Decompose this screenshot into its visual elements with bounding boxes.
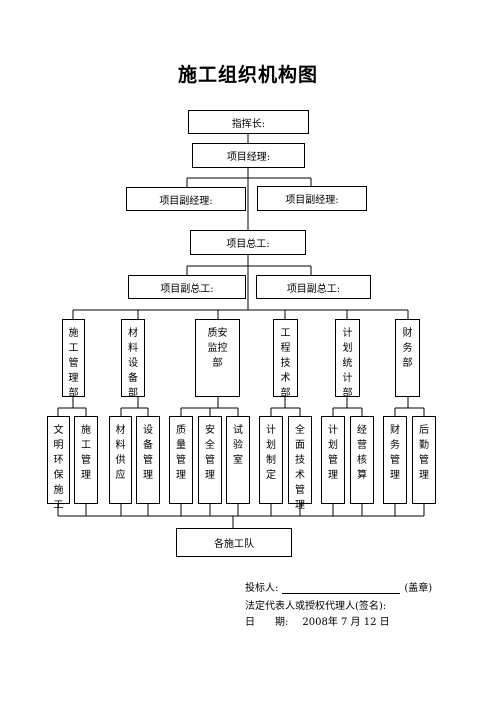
sub-unit-civilized-construction: 文明环保施工	[47, 416, 70, 511]
sub-unit-label: 文明环保施工	[53, 425, 64, 511]
date-line: 日 期: 2008年 7 月 12 日	[245, 613, 390, 628]
construction-teams-box: 各施工队	[176, 528, 292, 557]
sub-unit-laboratory: 试验室	[226, 416, 250, 504]
commander-label: 指挥长:	[231, 118, 266, 130]
sub-unit-label: 材料供应	[115, 425, 126, 481]
page-title: 施工组织机构图	[177, 64, 318, 86]
department-engineering-tech: 工程技术部	[273, 319, 298, 399]
department-label: 工程技术部	[280, 328, 291, 399]
sub-unit-equipment-mgmt: 设备管理	[136, 416, 160, 504]
sub-unit-label: 质量管理	[176, 425, 186, 481]
deputy-chief-right-box: 项目副总工:	[256, 275, 371, 299]
chief-engineer-label: 项目总工:	[226, 239, 270, 250]
deputy-chief-right-label: 项目副总工:	[286, 283, 341, 295]
sub-unit-label: 试验室	[233, 425, 243, 466]
sub-unit-label: 计划管理	[328, 425, 338, 481]
sub-unit-label: 施工管理	[81, 425, 91, 481]
bidder-underline	[282, 583, 401, 594]
representative-label: 法定代表人或授权代理人(签名):	[245, 601, 387, 612]
sub-unit-plan-mgmt: 计划管理	[321, 416, 345, 504]
bidder-label: 投标人:	[245, 583, 279, 594]
department-finance: 财务部	[395, 319, 420, 397]
sub-unit-business-accounting: 经营核算	[350, 416, 374, 504]
project-manager-label: 项目经理:	[226, 152, 271, 163]
sub-unit-label: 后勤管理	[419, 425, 429, 481]
project-manager-box: 项目经理:	[192, 143, 305, 168]
seal-label: (盖章)	[404, 583, 433, 594]
department-materials-equipment: 材料设备部	[121, 319, 145, 399]
sub-unit-safety-mgmt: 安全管理	[198, 416, 222, 504]
deputy-manager-left-box: 项目副经理:	[126, 187, 246, 211]
deputy-chief-left-label: 项目副总工:	[160, 283, 214, 295]
representative-line: 法定代表人或授权代理人(签名):	[245, 597, 386, 612]
sub-unit-construction-mgmt: 施工管理	[74, 416, 98, 504]
sub-unit-label: 财务管理	[390, 425, 400, 481]
sub-unit-quality-mgmt: 质量管理	[169, 416, 193, 504]
deputy-manager-right-box: 项目副经理:	[257, 186, 367, 211]
date-label: 日 期:	[245, 617, 289, 628]
sub-unit-material-supply: 材料供应	[109, 416, 132, 504]
deputy-chief-left-box: 项目副总工:	[128, 275, 246, 299]
deputy-manager-left-label: 项目副经理:	[159, 195, 213, 207]
sub-unit-label: 设备管理	[143, 425, 153, 481]
sub-unit-plan-making: 计划制定	[259, 416, 283, 504]
date-value: 2008年 7 月 12 日	[302, 617, 390, 628]
sub-unit-label: 全面技术管理	[295, 425, 305, 511]
department-construction-mgmt: 施工管理部	[62, 319, 85, 399]
department-label: 施工管理部	[68, 328, 79, 399]
department-quality-safety: 质安监控部	[195, 319, 240, 397]
sub-unit-technical-mgmt: 全面技术管理	[288, 416, 312, 511]
construction-teams-label: 各施工队	[214, 539, 254, 550]
department-label: 财务部	[402, 328, 413, 369]
sub-unit-finance-mgmt: 财务管理	[383, 416, 407, 504]
department-planning-statistics: 计划统计部	[335, 319, 360, 399]
sub-unit-label: 经营核算	[357, 425, 367, 481]
sub-unit-label: 计划制定	[266, 425, 276, 481]
deputy-manager-right-label: 项目副经理:	[285, 195, 339, 206]
department-label: 计划统计部	[342, 328, 353, 399]
chief-engineer-box: 项目总工:	[190, 230, 306, 255]
department-label: 材料设备部	[128, 328, 138, 399]
department-label: 质安监控部	[207, 328, 228, 369]
sub-unit-label: 安全管理	[205, 425, 215, 481]
commander-box: 指挥长:	[188, 110, 309, 134]
bidder-line: 投标人: (盖章)	[245, 579, 432, 594]
sub-unit-logistics-mgmt: 后勤管理	[412, 416, 436, 504]
